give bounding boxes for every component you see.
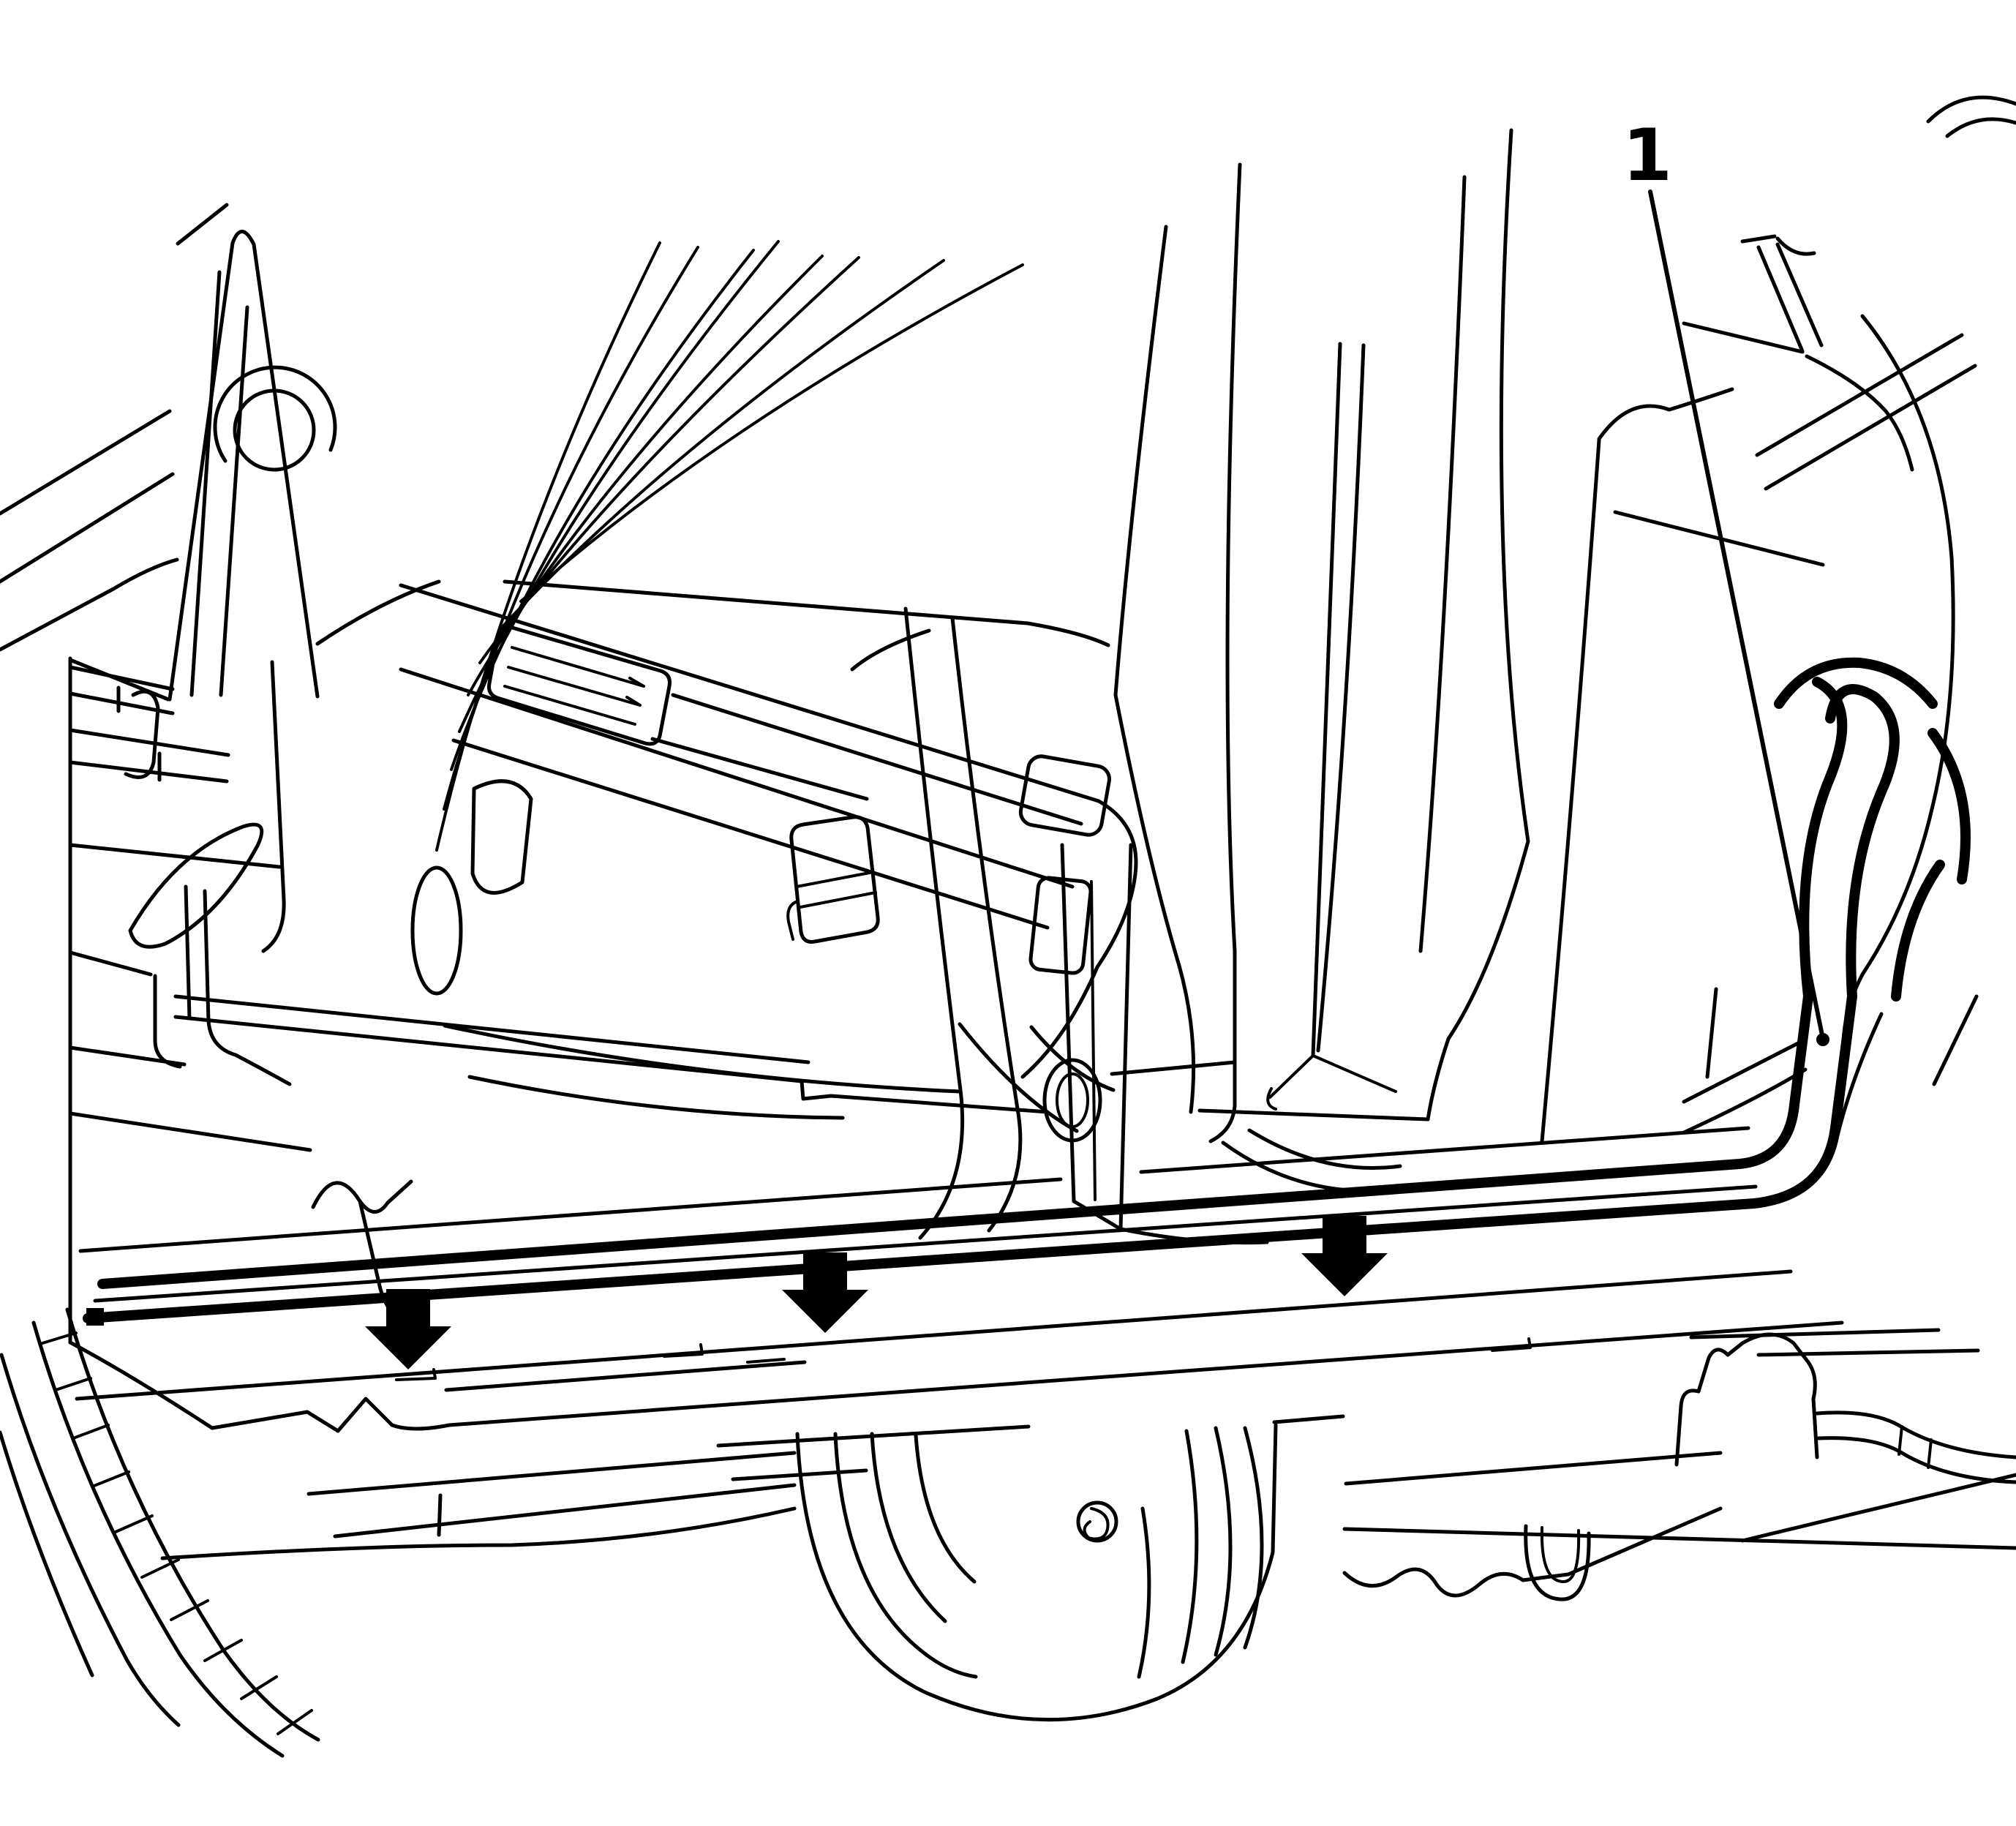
retainer-arrows <box>365 1216 1388 1370</box>
front-wheel <box>0 1307 320 1758</box>
pillar-grommet <box>1042 1058 1102 1143</box>
door-lower-tip <box>1060 843 1133 1231</box>
rocker-lower-edge <box>210 1320 1844 1433</box>
pipe-hanger <box>1524 1524 1591 1601</box>
exhaust-hanger-bracket <box>1674 1332 1819 1467</box>
callout-leader-line <box>1648 189 1825 1041</box>
center-pillar <box>903 606 1269 1245</box>
windshield-fan-lines <box>435 240 1024 852</box>
dash-air-vent <box>487 625 672 746</box>
door-pocket-shape <box>128 822 264 949</box>
hinge-hole <box>233 388 316 472</box>
floor-module-box <box>789 815 880 944</box>
harness-end-connector <box>86 1308 104 1326</box>
rocker-wiring-harness <box>83 657 1971 1326</box>
rear-wheel <box>795 1423 1278 1722</box>
hinge-tab <box>124 690 160 779</box>
seatback-and-door-curves <box>1113 128 1530 1193</box>
down-arrow-icon <box>782 1252 868 1333</box>
wheel-bolt <box>1076 1500 1118 1543</box>
underbody <box>160 1328 2016 1601</box>
callout-1: 1 <box>1622 114 1829 1046</box>
front-floor <box>173 815 1237 1332</box>
door-hinge-pillar-left <box>68 656 312 1430</box>
harness-main-run <box>97 991 1813 1289</box>
dash-end-cap <box>1020 799 1138 1079</box>
sill-molding-run <box>83 991 1857 1323</box>
down-arrow-icon <box>365 1289 451 1370</box>
seat-belt-webbing <box>1311 342 1342 1058</box>
rear-seat <box>1540 95 2016 1143</box>
harness-loop <box>1799 677 1848 1002</box>
pillar-anchor-slot <box>1028 876 1093 975</box>
exhaust-pipe <box>1815 1410 2016 1459</box>
a-pillar-hinge-area <box>0 203 441 702</box>
heat-shield <box>1342 1506 1723 1598</box>
rocker-panel <box>75 987 1979 1433</box>
down-arrow-icon <box>1301 1216 1388 1296</box>
dashboard <box>399 579 1138 1079</box>
callout-1-label: 1 <box>1622 114 1672 198</box>
pillar-anchor-hole <box>1018 754 1111 837</box>
callout-leader-dot <box>1816 1033 1829 1046</box>
